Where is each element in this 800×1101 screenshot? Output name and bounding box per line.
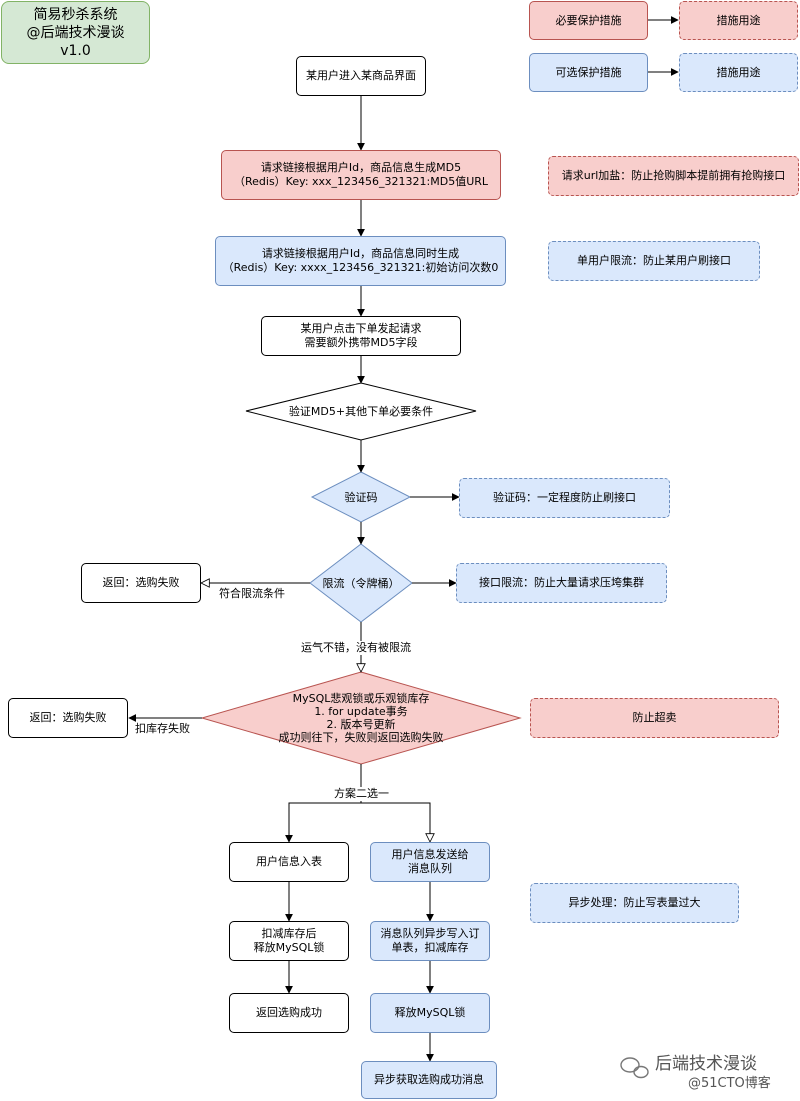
- diagram-title-box: 简易秒杀系统 @后端技术漫谈 v1.0: [1, 1, 150, 64]
- watermark-line2: @51CTO博客: [688, 1076, 771, 1091]
- note-oversell: 防止超卖: [530, 698, 779, 738]
- node-md5: 请求链接根据用户Id，商品信息生成MD5 （Redis）Key: xxx_123…: [221, 150, 501, 200]
- node-user-insert: 用户信息入表: [229, 842, 349, 882]
- edge-mysql-branch-right: [361, 802, 430, 842]
- diagram-title-line3: v1.0: [60, 42, 91, 59]
- wechat-icon: [620, 1057, 649, 1079]
- node-mq-write: 消息队列异步写入订 单表，扣减库存: [370, 921, 490, 961]
- legend-optional-use: 措施用途: [679, 53, 798, 92]
- note-async: 异步处理：防止写表量过大: [530, 883, 739, 923]
- diagram-title-line2: @后端技术漫谈: [26, 24, 125, 41]
- label-lucky: 运气不错，没有被限流: [300, 641, 412, 655]
- label-choose-one: 方案二选一: [333, 787, 390, 801]
- node-verify-md5: 验证MD5+其他下单必要条件: [288, 404, 434, 418]
- node-reduce-release: 扣减库存后 释放MySQL锁: [229, 921, 349, 961]
- diagram-title-line1: 简易秒杀系统: [33, 6, 118, 23]
- node-mysql: MySQL悲观锁或乐观锁库存 1. for update事务 2. 版本号更新 …: [278, 692, 444, 744]
- note-captcha: 验证码：一定程度防止刷接口: [459, 478, 670, 518]
- node-start: 某用户进入某商品界面: [296, 56, 426, 96]
- node-count: 请求链接根据用户Id，商品信息同时生成 （Redis）Key: xxxx_123…: [215, 236, 506, 286]
- edge-mysql-branch-left: [285, 764, 362, 843]
- node-captcha: 验证码: [344, 490, 378, 504]
- node-fail-ratelimit: 返回：选购失败: [81, 563, 201, 603]
- node-ratelimit: 限流（令牌桶）: [322, 576, 400, 590]
- legend-optional: 可选保护措施: [529, 53, 648, 92]
- note-user-limit: 单用户限流：防止某用户刷接口: [548, 241, 760, 281]
- label-meets-limit: 符合限流条件: [218, 587, 286, 601]
- watermark-line1: 后端技术漫谈: [655, 1054, 757, 1074]
- node-fail-stock: 返回：选购失败: [8, 698, 128, 738]
- node-release-mysql: 释放MySQL锁: [370, 993, 490, 1033]
- legend-required: 必要保护措施: [529, 1, 648, 40]
- node-async-result: 异步获取选购成功消息: [361, 1061, 497, 1099]
- note-api-limit: 接口限流：防止大量请求压垮集群: [456, 563, 667, 603]
- node-return-success: 返回选购成功: [229, 993, 349, 1033]
- node-send-mq: 用户信息发送给 消息队列: [370, 842, 490, 882]
- note-url-salt: 请求url加盐：防止抢购脚本提前拥有抢购接口: [548, 156, 799, 196]
- label-stock-fail: 扣库存失败: [134, 722, 191, 736]
- legend-required-use: 措施用途: [679, 1, 798, 40]
- node-click: 某用户点击下单发起请求 需要额外携带MD5字段: [261, 316, 461, 356]
